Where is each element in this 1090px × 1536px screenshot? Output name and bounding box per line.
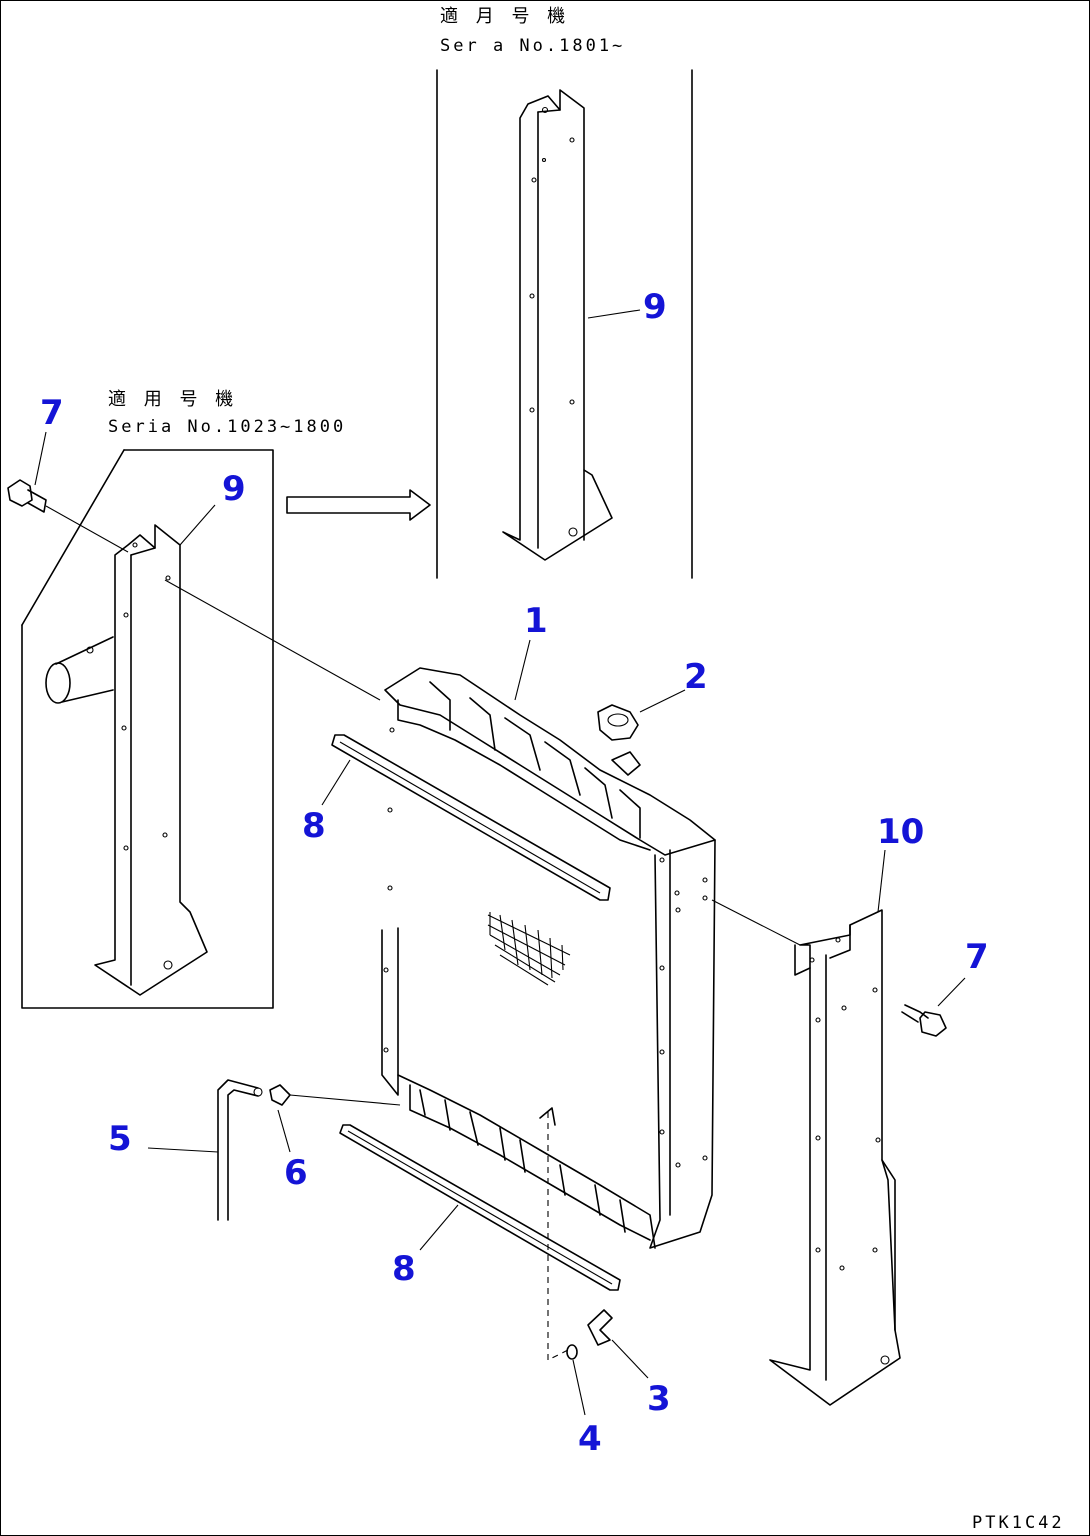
drain-valve-3 <box>587 1309 613 1346</box>
left-box-diagonal <box>21 449 125 626</box>
seal-8-upper <box>331 734 611 901</box>
pipe-5 <box>217 1079 259 1221</box>
upper-serial-en: Ser a No.1801~ <box>440 36 625 56</box>
callout-2: 2 <box>684 657 708 697</box>
leader-clip-to-radiator <box>289 1094 401 1106</box>
drawing-code: PTK1C42 <box>972 1513 1065 1533</box>
seal-8-lower <box>339 1124 621 1291</box>
leader-bolt-7-left <box>45 505 129 553</box>
callout-5: 5 <box>108 1119 132 1159</box>
callout-1: 1 <box>524 601 548 641</box>
bracket-9-left <box>45 524 208 996</box>
radiator-assembly <box>381 667 716 1249</box>
bolt-7-left <box>7 479 47 513</box>
callout-6: 6 <box>284 1153 308 1193</box>
bracket-9-upper <box>502 89 613 561</box>
callout-4: 4 <box>578 1419 602 1459</box>
callout-9-upper: 9 <box>643 287 667 327</box>
drain-line <box>547 1112 569 1361</box>
callout-3: 3 <box>647 1379 671 1419</box>
callout-7-left: 7 <box>40 393 64 433</box>
plug-4 <box>566 1344 578 1360</box>
leader-bracket-to-radiator <box>164 579 381 701</box>
callout-7-right: 7 <box>965 937 989 977</box>
drain-port <box>539 1107 556 1126</box>
bolt-7-right <box>901 1004 947 1037</box>
arrow-right <box>286 489 431 521</box>
callout-leaders <box>34 309 966 1416</box>
callout-9-left: 9 <box>222 469 246 509</box>
left-serial-en: Seria No.1023~1800 <box>108 417 346 437</box>
callout-10: 10 <box>877 812 924 852</box>
cap-2 <box>597 704 639 741</box>
clip-6 <box>269 1084 291 1106</box>
callout-8-lower: 8 <box>392 1249 416 1289</box>
callout-8-upper: 8 <box>302 806 326 846</box>
leader-radiator-to-bracket-10 <box>711 899 801 946</box>
left-box-frame <box>21 449 274 1009</box>
upper-serial-jp: 適 月 号 機 <box>440 6 571 27</box>
bracket-10 <box>769 909 901 1406</box>
left-serial-jp: 適 用 号 機 <box>108 389 239 410</box>
